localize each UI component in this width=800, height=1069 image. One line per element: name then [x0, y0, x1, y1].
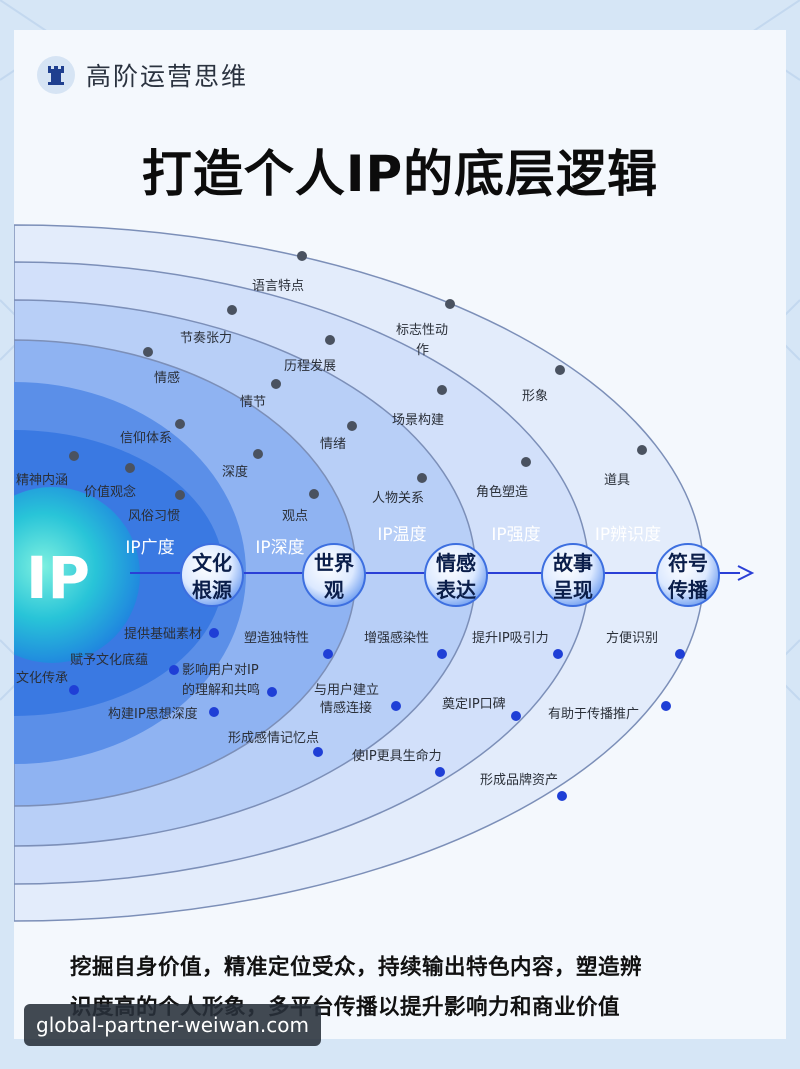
label-juese: 角色塑造 — [476, 484, 528, 500]
node-label: 根源 — [192, 578, 232, 602]
label-biaozhi-2: 作 — [416, 343, 429, 358]
node-label: 情感 — [436, 551, 476, 575]
node-fuhao: 符号 传播 — [656, 543, 720, 607]
arrow-icon — [737, 565, 755, 581]
ring-label-2: IP深度 — [255, 538, 304, 558]
label-qingxu: 情绪 — [320, 437, 346, 452]
label-suzao: 塑造独特性 — [244, 631, 309, 646]
node-label: 符号 — [668, 551, 708, 575]
ring-label-4: IP强度 — [491, 525, 540, 545]
page-title: 打造个人IP的底层逻辑 — [141, 145, 659, 203]
node-gushi: 故事 呈现 — [541, 543, 605, 607]
watermark: global-partner-weiwan.com — [24, 1004, 321, 1046]
label-yingxiang-2: 的理解和共鸣 — [182, 682, 260, 698]
node-label: 传播 — [667, 578, 709, 602]
label-xinyang: 信仰体系 — [120, 431, 172, 446]
label-tigong: 提供基础素材 — [124, 626, 202, 642]
node-qinggan: 情感 表达 — [424, 543, 488, 607]
brand-name: 高阶运营思维 — [86, 62, 249, 91]
label-fengsu: 风俗习惯 — [128, 508, 180, 524]
label-biaozhi: 标志性动 — [396, 323, 448, 338]
label-qinggan: 情感 — [154, 370, 180, 386]
ring-label-1: IP广度 — [125, 538, 174, 558]
node-label: 世界 — [314, 551, 354, 575]
label-shendu: 深度 — [222, 464, 248, 480]
label-changjing: 场景构建 — [392, 413, 444, 428]
label-jiezou: 节奏张力 — [180, 331, 232, 346]
rook-icon — [37, 56, 75, 94]
label-shibie: 方便识别 — [606, 630, 658, 646]
label-licheng: 历程发展 — [284, 358, 336, 374]
label-zengqiang: 增强感染性 — [364, 630, 429, 646]
node-label: 呈现 — [553, 578, 593, 602]
label-xiyinli: 提升IP吸引力 — [472, 630, 549, 646]
label-pinpai: 形成品牌资产 — [480, 772, 558, 788]
node-label: 故事 — [553, 551, 593, 575]
label-guandian: 观点 — [282, 509, 308, 524]
summary-line-1: 挖掘自身价值，精准定位受众，持续输出特色内容，塑造辨 — [70, 955, 643, 980]
label-renwu: 人物关系 — [372, 491, 424, 506]
label-xingxiang: 形象 — [522, 389, 548, 404]
label-wenhua-chuancheng: 文化传承 — [16, 671, 68, 686]
label-tuiguang: 有助于传播推广 — [548, 707, 639, 722]
lower-dots — [69, 628, 685, 801]
label-xingcheng: 形成感情记忆点 — [228, 730, 319, 746]
label-shengmingli: 使IP更具生命力 — [352, 748, 442, 764]
upper-dots — [69, 251, 647, 500]
label-jianli: 与用户建立 — [314, 682, 379, 698]
node-shijieguan: 世界 观 — [302, 543, 366, 607]
node-wenhua: 文化 根源 — [180, 543, 244, 607]
ring-label-5: IP辨识度 — [595, 525, 661, 545]
label-koubei: 奠定IP口碑 — [442, 696, 506, 712]
node-label: 表达 — [436, 578, 476, 602]
center-label: IP — [26, 544, 90, 612]
label-yingxiang: 影响用户对IP — [182, 662, 259, 678]
label-goujian: 构建IP思想深度 — [108, 706, 198, 722]
label-jianli-2: 情感连接 — [320, 700, 372, 716]
label-jingshen: 精神内涵 — [16, 472, 68, 488]
node-label: 文化 — [192, 551, 232, 575]
label-fuyu: 赋予文化底蕴 — [70, 652, 148, 668]
label-qingjie: 情节 — [240, 395, 266, 410]
label-yuyan: 语言特点 — [252, 279, 304, 294]
brand: 高阶运营思维 — [36, 55, 248, 95]
label-daoju: 道具 — [604, 473, 630, 488]
node-label: 观 — [324, 578, 344, 602]
ring-label-3: IP温度 — [377, 525, 426, 545]
label-jiazhi: 价值观念 — [84, 484, 136, 500]
